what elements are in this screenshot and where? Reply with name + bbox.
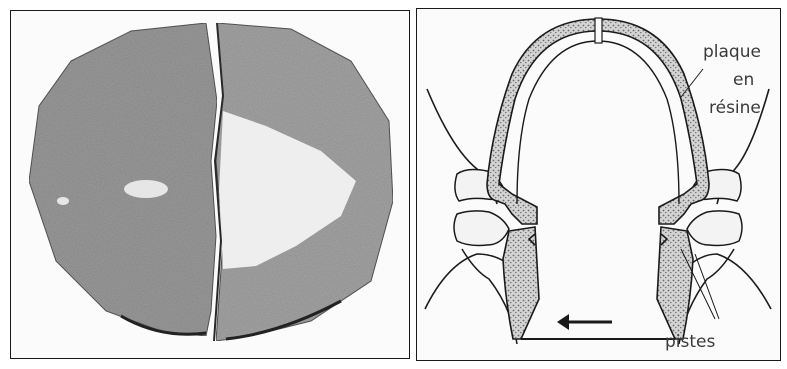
plate-inner-arch [517, 41, 679, 204]
cross-section-diagram: plaque en résine pistes [417, 9, 779, 359]
lower-molar-left [454, 211, 509, 246]
lower-jaw-right-outline [687, 254, 771, 309]
diagram-panel: plaque en résine pistes [416, 8, 781, 361]
label-en: en [733, 70, 754, 90]
upper-resin-plate [487, 19, 709, 224]
plate-left-half [29, 23, 217, 336]
pistes-leader-line-2 [695, 254, 719, 319]
label-plaque: plaque [703, 42, 761, 62]
highlight-left-2 [57, 197, 69, 205]
photo-panel [10, 10, 410, 359]
label-pistes: pistes [665, 332, 715, 352]
left-arrow-icon [557, 314, 612, 330]
label-resine: résine [709, 98, 761, 118]
lower-jaw-left-outline [425, 254, 512, 309]
resin-plate-photo [11, 11, 408, 357]
plate-split-gap [595, 18, 602, 43]
lower-molar-right [687, 211, 742, 246]
highlight-left [124, 180, 168, 198]
